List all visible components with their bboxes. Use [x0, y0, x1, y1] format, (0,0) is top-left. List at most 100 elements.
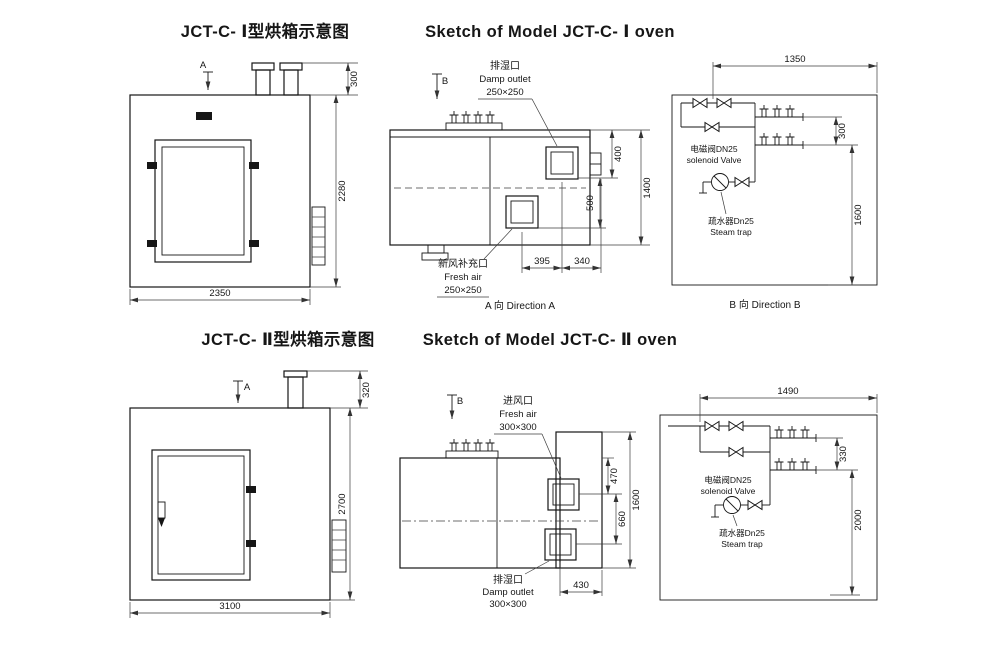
dim-660: 660	[576, 494, 628, 545]
heater-section	[555, 431, 603, 569]
dim-470: 470	[579, 457, 622, 495]
dim-330-label: 330	[838, 446, 849, 462]
dim-chimney-300: 300	[302, 62, 360, 95]
dim-395-340: 395 340	[521, 179, 602, 273]
solenoid-valve-label-cn: 电磁阀DN25	[690, 144, 738, 154]
piping-enclosure	[659, 414, 878, 601]
dim-width-2350: 2350	[129, 288, 311, 305]
dim-430-label: 430	[573, 580, 589, 591]
oven-door	[147, 139, 259, 263]
fresh-air-size: 300×300	[499, 422, 536, 433]
fresh-air-label-en: Fresh air	[499, 409, 536, 420]
dim-chimney-label: 300	[349, 71, 360, 87]
dim-1600: 1600	[602, 431, 642, 569]
damp-outlet-label-en: Damp outlet	[479, 74, 531, 85]
damp-outlet-port	[544, 528, 577, 561]
dim-height-label: 2280	[337, 180, 348, 201]
dim-430: 430	[559, 562, 603, 596]
dim-1350: 1350	[712, 54, 878, 99]
dim-395-label: 395	[534, 256, 550, 267]
caption-direction-a: A 向 Direction A	[485, 299, 555, 312]
roof-vents	[445, 110, 503, 131]
title-model2-cn: JCT-C- Ⅱ型烘箱示意图	[201, 329, 374, 349]
roof-vents	[445, 438, 499, 459]
door-handle	[157, 501, 166, 527]
dim-width-label: 2350	[209, 288, 230, 299]
section-arrow-b: B	[432, 73, 448, 99]
dim-height-2700: 2700	[330, 408, 355, 601]
caption-direction-b: B 向 Direction B	[729, 298, 800, 311]
steam-trap-label-cn: 疏水器Dn25	[708, 216, 754, 226]
side-louver	[311, 206, 326, 266]
steam-headers	[770, 425, 817, 474]
oven-side-body	[399, 457, 561, 569]
chimney-stacks	[251, 62, 303, 96]
steam-trap-assembly	[711, 496, 770, 527]
door-hinge	[147, 162, 157, 169]
model1-side-view: 排湿口 Damp outlet 250×250 新风补充口 Fresh air …	[389, 59, 653, 312]
section-arrow-a: A	[233, 380, 251, 403]
title-model2-en: Sketch of Model JCT-C- Ⅱ oven	[423, 331, 677, 349]
steam-trap-icon	[711, 173, 729, 191]
model2-piping-view: 电磁阀DN25 solenoid Valve 疏水器Dn25 Steam tra…	[659, 386, 878, 601]
damp-outlet-label-en: Damp outlet	[482, 587, 534, 598]
fresh-air-callout: 新风补充口 Fresh air 250×250	[437, 228, 513, 298]
fresh-air-callout: 进风口 Fresh air 300×300	[494, 395, 562, 479]
dim-1490: 1490	[699, 386, 878, 422]
title-model1-en: Sketch of Model JCT-C- Ⅰ oven	[425, 23, 675, 41]
steam-headers	[755, 104, 804, 149]
door-latch	[249, 162, 259, 169]
side-louver	[331, 519, 347, 573]
dim-660-label: 660	[617, 511, 628, 527]
dim-height-label: 2700	[337, 493, 348, 514]
steam-trap-label-en: Steam trap	[721, 539, 763, 549]
dim-300: 300	[803, 116, 858, 146]
solenoid-valve-label-en: solenoid Valve	[701, 486, 756, 496]
section-label-a: A	[244, 382, 251, 393]
dim-300-label: 300	[837, 123, 848, 139]
model1-front-view: A 2350 2280 300	[129, 60, 360, 305]
door-latch	[249, 240, 259, 247]
door-hinge	[246, 540, 256, 547]
dim-height-2280: 2280	[310, 94, 358, 288]
steam-trap-assembly	[699, 173, 755, 215]
name-plate	[196, 112, 212, 120]
dim-500-label: 500	[585, 195, 596, 211]
solenoid-valve-label-en: solenoid Valve	[687, 155, 742, 165]
section-label-b: B	[442, 76, 448, 87]
steam-trap-icon	[723, 496, 741, 514]
section-label-a: A	[200, 60, 207, 71]
dim-1400: 1400	[590, 130, 653, 246]
dim-chimney-label: 320	[361, 382, 372, 398]
model2-side-view: 进风口 Fresh air 300×300 排湿口 Damp outlet 30…	[399, 394, 642, 610]
damp-outlet-label-cn: 排湿口	[490, 59, 520, 72]
oven-body	[129, 94, 311, 288]
dim-width-label: 3100	[219, 601, 240, 612]
damp-outlet-size: 300×300	[489, 599, 526, 610]
base-steps	[421, 244, 449, 261]
dim-1490-label: 1490	[777, 386, 798, 397]
dim-500: 500	[538, 178, 606, 229]
fresh-air-size: 250×250	[444, 285, 481, 296]
steam-trap-label-cn: 疏水器Dn25	[719, 528, 765, 538]
steam-supply-pipes	[680, 98, 756, 182]
piping-enclosure	[671, 94, 878, 286]
door-hinge	[147, 240, 157, 247]
fresh-air-port	[547, 478, 580, 511]
section-arrow-b: B	[447, 394, 463, 419]
model2-front-view: A 320 2700	[129, 370, 372, 618]
damp-outlet-size: 250×250	[486, 87, 523, 98]
dim-330: 330	[816, 437, 858, 471]
fresh-air-label-cn: 进风口	[503, 395, 533, 407]
fresh-air-label-en: Fresh air	[444, 272, 481, 283]
dim-470-label: 470	[609, 468, 620, 484]
dim-1400-label: 1400	[642, 177, 653, 198]
door-hinge	[246, 486, 256, 493]
damp-outlet-port	[545, 146, 602, 180]
dim-340-label: 340	[574, 256, 590, 267]
dim-chimney-320: 320	[307, 370, 372, 409]
model1-piping-view: 电磁阀DN25 solenoid Valve 疏水器Dn25 Steam tra…	[671, 54, 878, 311]
oven-body	[129, 407, 331, 601]
